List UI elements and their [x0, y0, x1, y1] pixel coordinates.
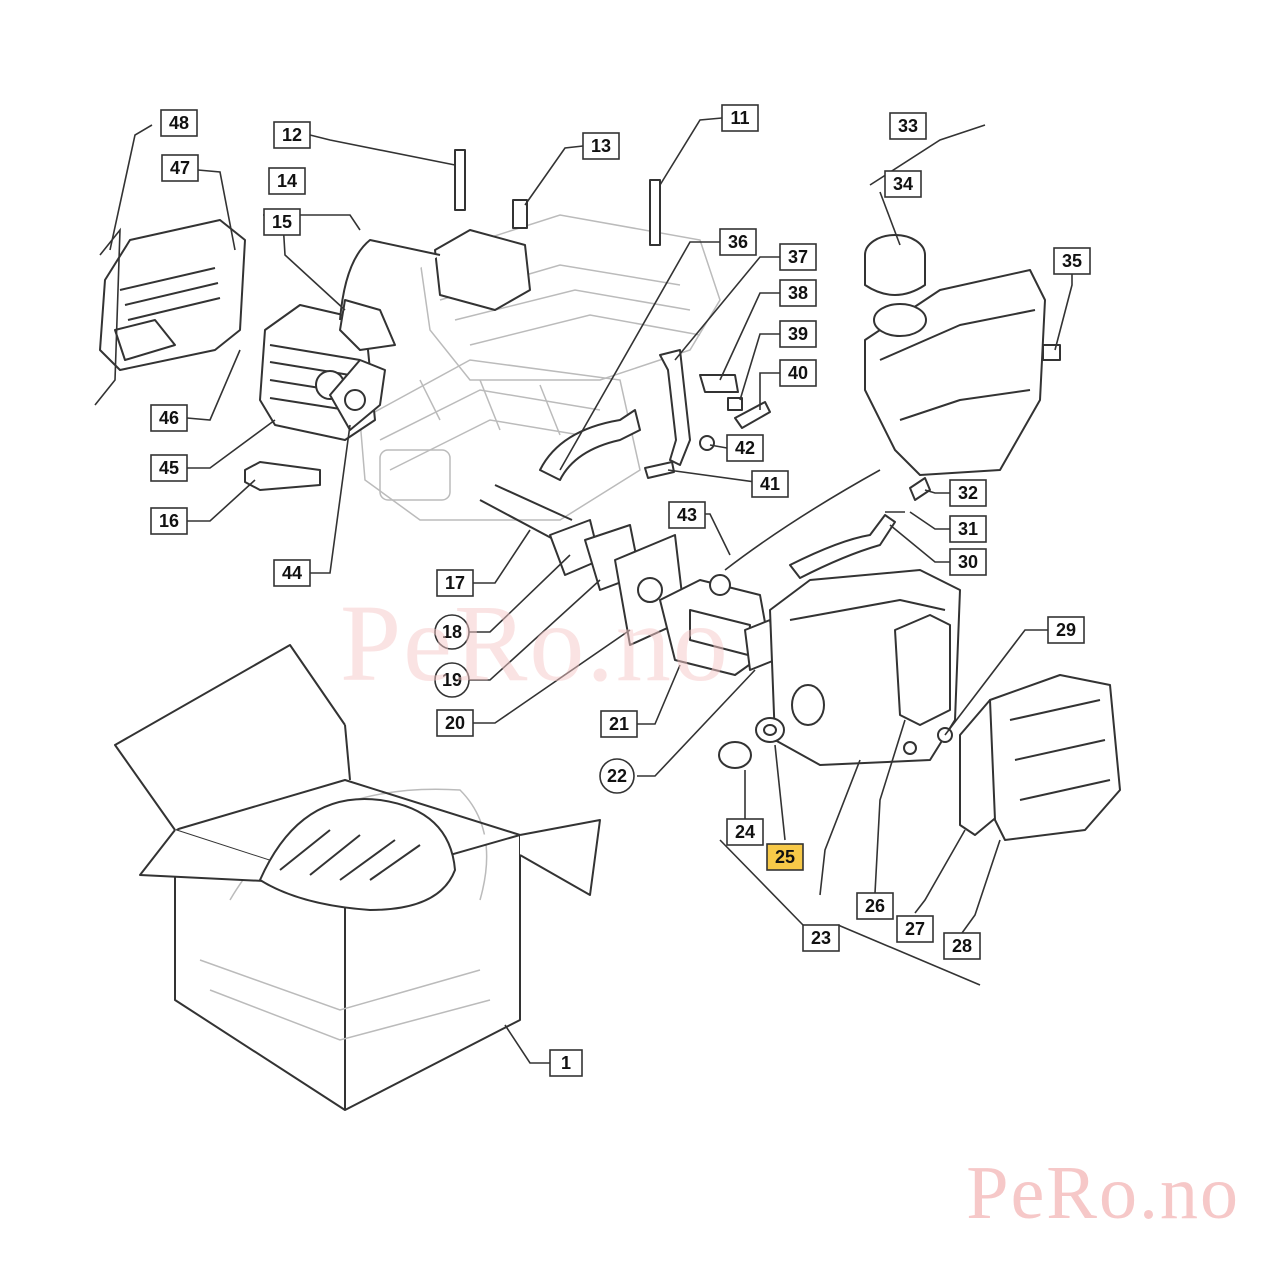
callout-17[interactable]: 17: [436, 569, 474, 597]
fuel-lines-drawing: [789, 477, 931, 579]
callout-42[interactable]: 42: [726, 434, 764, 462]
callout-14[interactable]: 14: [268, 167, 306, 195]
svg-text:38: 38: [788, 283, 808, 303]
svg-text:32: 32: [958, 483, 978, 503]
callout-37[interactable]: 37: [779, 243, 817, 271]
svg-text:45: 45: [159, 458, 179, 478]
svg-text:13: 13: [591, 136, 611, 156]
callout-27[interactable]: 27: [896, 915, 934, 943]
callout-48[interactable]: 48: [160, 109, 198, 137]
svg-text:46: 46: [159, 408, 179, 428]
svg-text:34: 34: [893, 174, 913, 194]
callout-22[interactable]: 22: [599, 758, 635, 794]
callout-45[interactable]: 45: [150, 454, 188, 482]
svg-text:16: 16: [159, 511, 179, 531]
callout-43[interactable]: 43: [668, 501, 706, 529]
linkage-parts-drawing: [644, 349, 771, 479]
callout-29[interactable]: 29: [1047, 616, 1085, 644]
svg-text:19: 19: [442, 670, 462, 690]
callout-26[interactable]: 26: [856, 892, 894, 920]
svg-text:12: 12: [282, 125, 302, 145]
carburetor-drawing: [659, 574, 771, 676]
svg-text:31: 31: [958, 519, 978, 539]
svg-text:17: 17: [445, 573, 465, 593]
svg-text:29: 29: [1056, 620, 1076, 640]
svg-text:40: 40: [788, 363, 808, 383]
engine-box-drawing: [114, 644, 601, 1111]
svg-text:48: 48: [169, 113, 189, 133]
callout-44[interactable]: 44: [273, 559, 311, 587]
svg-text:30: 30: [958, 552, 978, 572]
callout-15[interactable]: 15: [263, 208, 301, 236]
svg-text:37: 37: [788, 247, 808, 267]
svg-text:23: 23: [811, 928, 831, 948]
svg-text:43: 43: [677, 505, 697, 525]
callout-41[interactable]: 41: [751, 470, 789, 498]
svg-text:25: 25: [775, 847, 795, 867]
svg-text:15: 15: [272, 212, 292, 232]
watermark-corner: PeRo.no: [966, 1151, 1240, 1235]
callout-19[interactable]: 19: [434, 662, 470, 698]
callout-47[interactable]: 47: [161, 154, 199, 182]
svg-text:18: 18: [442, 622, 462, 642]
svg-text:47: 47: [170, 158, 190, 178]
callout-24[interactable]: 24: [726, 818, 764, 846]
callout-12[interactable]: 12: [273, 121, 311, 149]
callout-32[interactable]: 32: [949, 479, 987, 507]
callout-34[interactable]: 34: [884, 170, 922, 198]
svg-text:22: 22: [607, 766, 627, 786]
callout-35[interactable]: 35: [1053, 247, 1091, 275]
callout-20[interactable]: 20: [436, 709, 474, 737]
callout-25[interactable]: 25: [766, 843, 804, 871]
callout-16[interactable]: 16: [150, 507, 188, 535]
svg-text:14: 14: [277, 171, 297, 191]
callout-28[interactable]: 28: [943, 932, 981, 960]
tank-bolt-drawing: [1042, 344, 1061, 361]
rocker-cover-drawing: [94, 219, 246, 406]
callout-40[interactable]: 40: [779, 359, 817, 387]
long-bolts-drawing: [479, 484, 573, 541]
callout-38[interactable]: 38: [779, 279, 817, 307]
callout-39[interactable]: 39: [779, 320, 817, 348]
svg-text:1: 1: [561, 1053, 571, 1073]
callout-21[interactable]: 21: [600, 710, 638, 738]
svg-text:33: 33: [898, 116, 918, 136]
svg-text:42: 42: [735, 438, 755, 458]
svg-text:11: 11: [730, 108, 749, 128]
fuel-tank-drawing: [864, 234, 1046, 476]
choke-cable-drawing: [724, 469, 881, 571]
svg-text:36: 36: [728, 232, 748, 252]
svg-text:41: 41: [760, 474, 780, 494]
callout-33[interactable]: 33: [889, 112, 927, 140]
filter-element-drawing: [894, 614, 951, 726]
callout-31[interactable]: 31: [949, 515, 987, 543]
svg-text:44: 44: [282, 563, 302, 583]
filter-cover-drawing: [959, 674, 1121, 841]
callout-13[interactable]: 13: [582, 132, 620, 160]
callout-30[interactable]: 30: [949, 548, 987, 576]
callout-23[interactable]: 23: [802, 924, 840, 952]
callout-36[interactable]: 36: [719, 228, 757, 256]
svg-text:21: 21: [609, 714, 629, 734]
watermark-center: PeRo.no: [340, 582, 730, 704]
svg-text:20: 20: [445, 713, 465, 733]
svg-text:27: 27: [905, 919, 925, 939]
spark-plug-drawing: [244, 461, 321, 491]
stud-bolts-drawing: [454, 149, 661, 246]
callout-11[interactable]: 11: [721, 104, 759, 132]
svg-text:28: 28: [952, 936, 972, 956]
callout-1[interactable]: 1: [549, 1049, 583, 1077]
svg-text:26: 26: [865, 896, 885, 916]
callout-18[interactable]: 18: [434, 614, 470, 650]
callout-46[interactable]: 46: [150, 404, 188, 432]
svg-text:39: 39: [788, 324, 808, 344]
svg-text:35: 35: [1062, 251, 1082, 271]
svg-text:24: 24: [735, 822, 755, 842]
ignition-coil-drawing: [339, 229, 531, 351]
